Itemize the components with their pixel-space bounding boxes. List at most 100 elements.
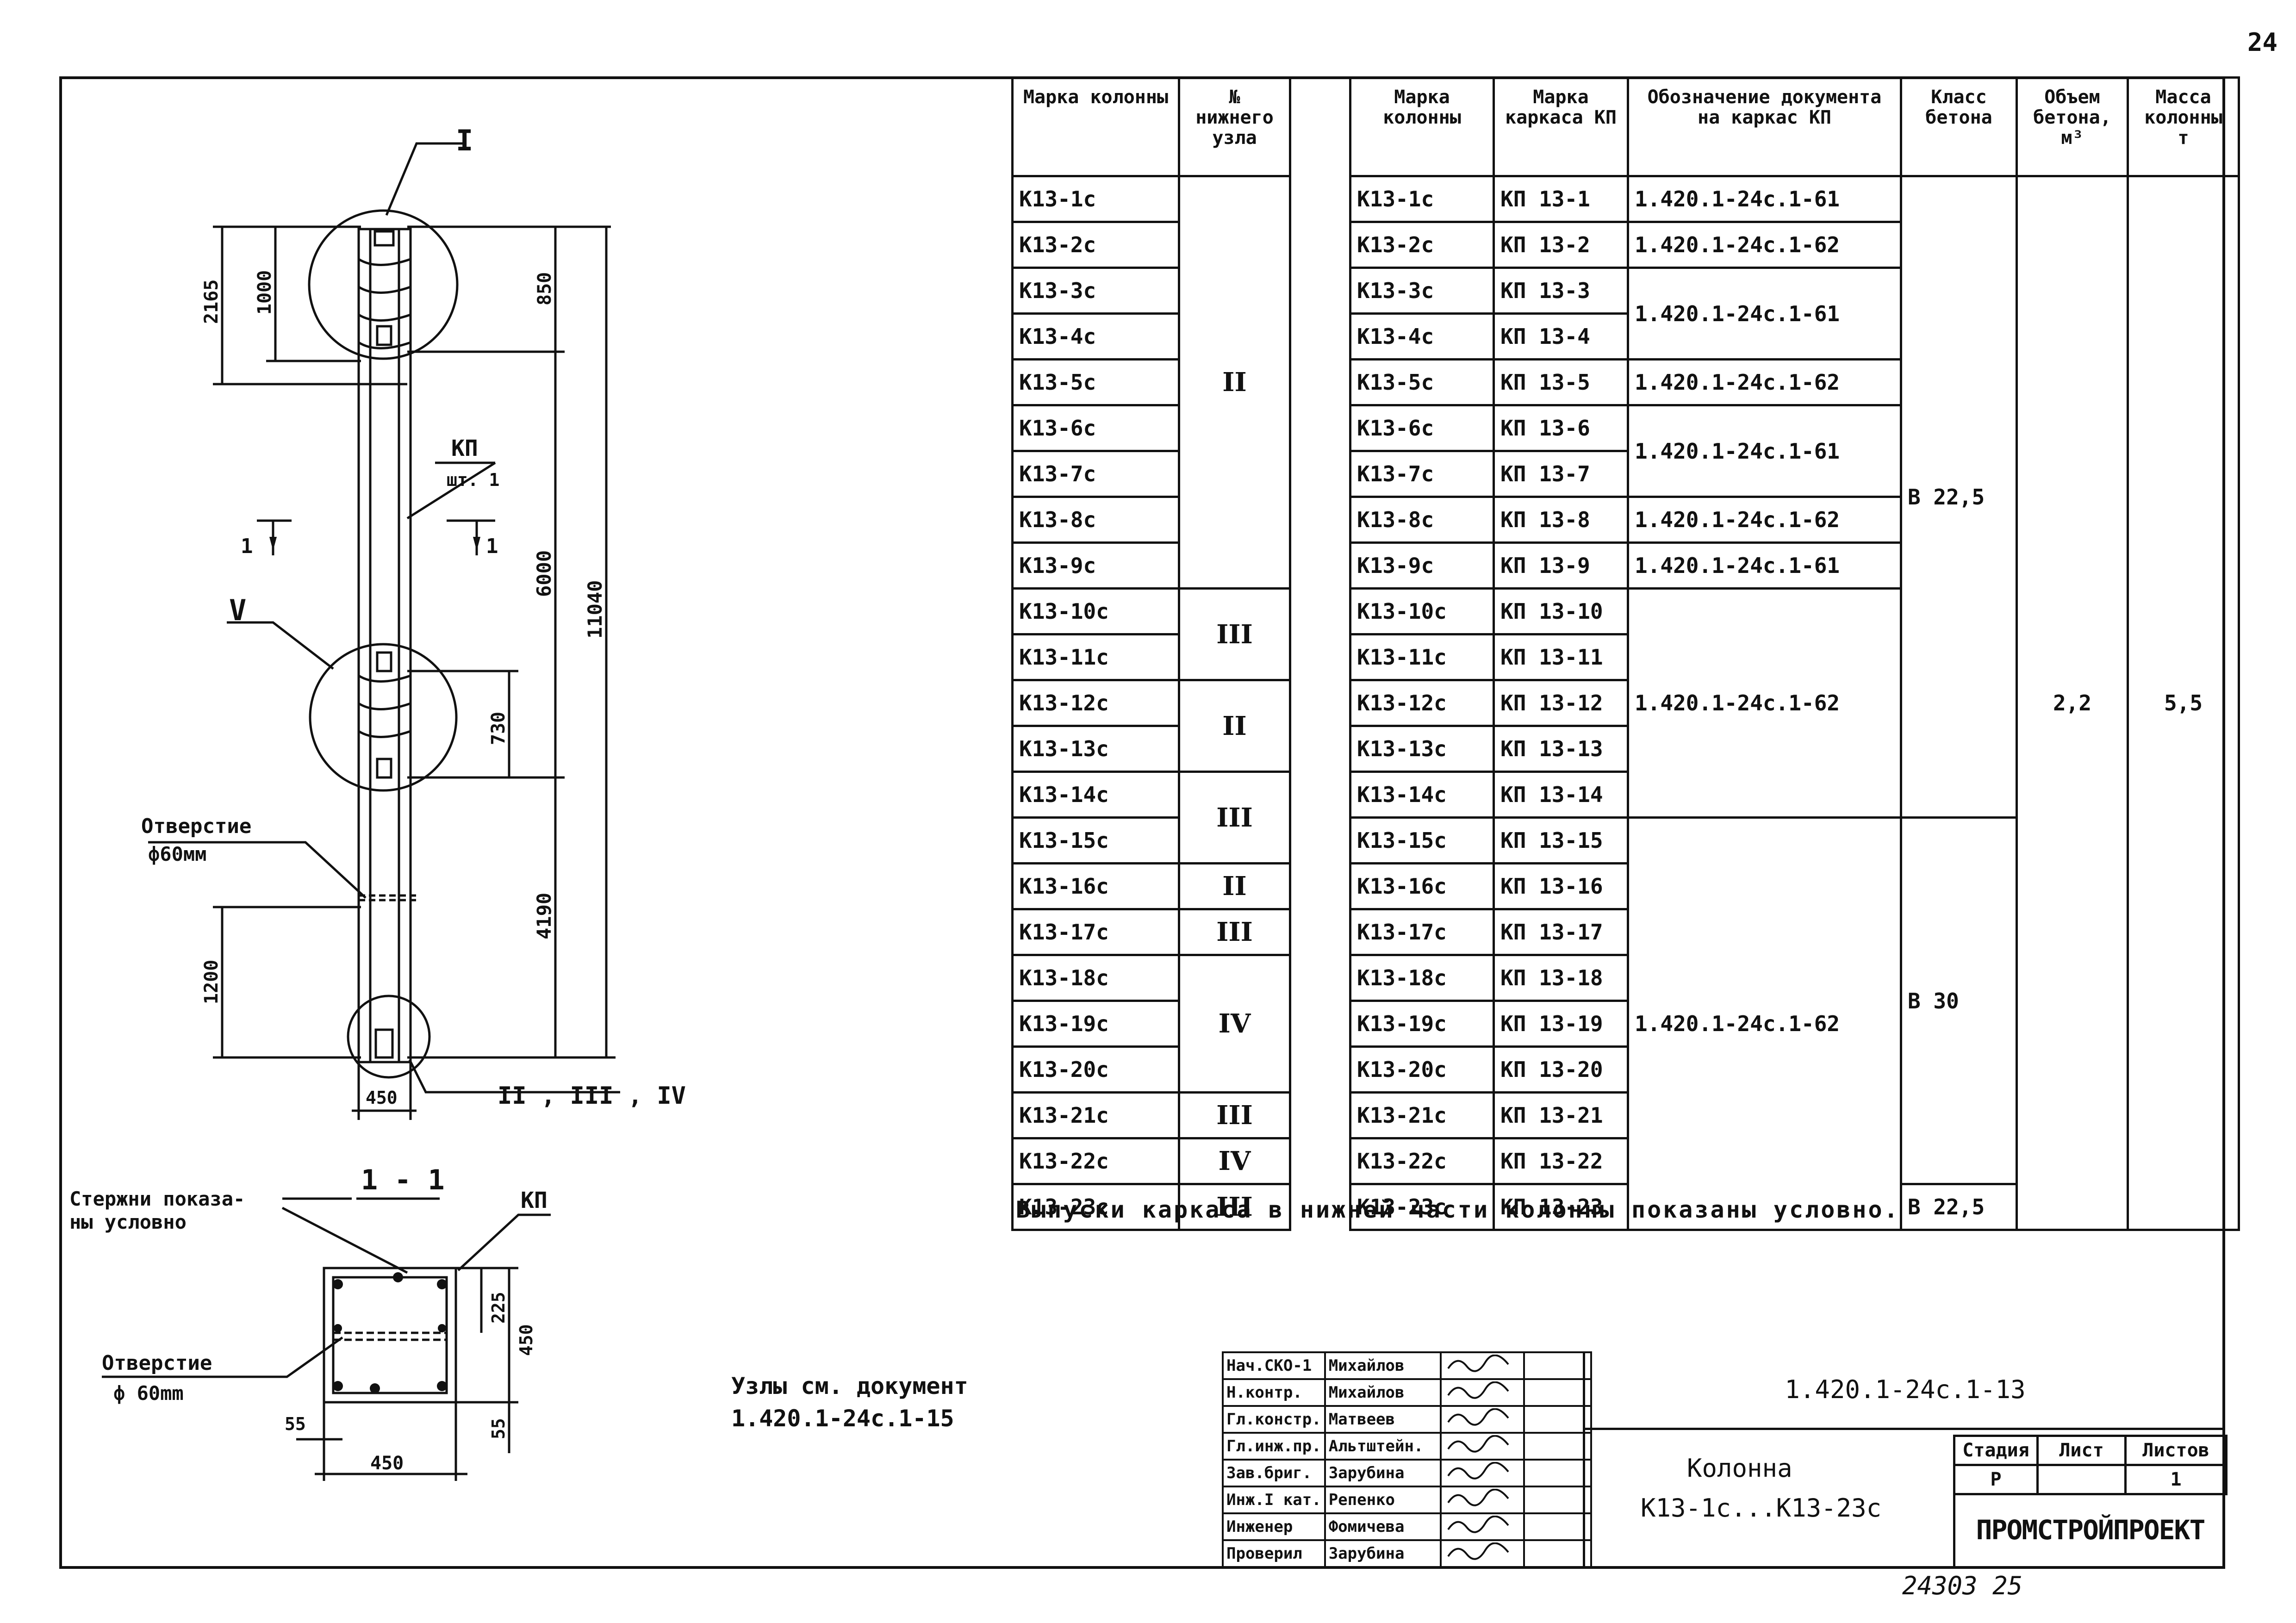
row-mark-right: К13-5с [1349,358,1495,406]
row-mark-right: К13-11с [1349,633,1495,681]
date-field [1523,1405,1592,1434]
row-mark-right: К13-2с [1349,221,1495,269]
signer-role: Нач.СКО-1 [1222,1351,1326,1380]
row-doc: 1.420.1-24с.1-61 [1627,175,1902,223]
date-field [1523,1351,1592,1380]
row-frame-mark: КП 13-11 [1493,633,1629,681]
row-frame-mark: КП 13-21 [1493,1091,1629,1139]
hole-diameter: ф60мм [148,843,206,865]
signature-field [1439,1432,1525,1461]
row-frame-mark: КП 13-18 [1493,954,1629,1002]
signature-row: Гл.инж.пр.Альтштейн. [1222,1432,1592,1461]
signer-role: Гл.констр. [1222,1405,1326,1434]
row-node-no: III [1178,587,1291,681]
row-mark-right: К13-1с [1349,175,1495,223]
row-frame-mark: КП 13-9 [1493,541,1629,590]
date-field [1523,1378,1592,1407]
row-frame-mark: КП 13-12 [1493,679,1629,727]
signature-scribble [1447,1354,1509,1372]
signer-role: Проверил [1222,1539,1326,1568]
row-doc: 1.420.1-24с.1-61 [1627,267,1902,361]
row-frame-mark: КП 13-16 [1493,862,1629,910]
dim-6000: 6000 [533,550,555,597]
signature-field [1439,1378,1525,1407]
row-concrete-class: В 30 [1900,816,2018,1185]
bottom-number: 24303 25 [1902,1571,2023,1600]
date-field [1523,1512,1592,1541]
nodes-note: Узлы см. документ 1.420.1-24с.1-15 [731,1370,968,1435]
dim-1000: 1000 [254,270,275,315]
row-frame-mark: КП 13-15 [1493,816,1629,864]
signer-name: Зарубина [1324,1459,1442,1487]
row-mark-left: К13-3с [1011,267,1180,315]
note-text: Выпуски каркаса в нижней части колонны п… [1016,1196,1900,1223]
signer-name: Михайлов [1324,1351,1442,1380]
kp-qty: шт. 1 [447,470,499,490]
row-frame-mark: КП 13-17 [1493,908,1629,956]
signer-name: Репенко [1324,1486,1442,1514]
section-mark-left: 1 [241,535,253,558]
row-mark-right: К13-4с [1349,312,1495,361]
row-node-no: II [1178,175,1291,590]
row-mark-left: К13-4с [1011,312,1180,361]
signer-role: Зав.бриг. [1222,1459,1326,1487]
signature-scribble [1447,1461,1509,1480]
hdr-frame-mark: Марка каркаса КП [1493,76,1629,177]
row-mark-right: К13-15с [1349,816,1495,864]
dim-450-section: 450 [516,1324,536,1356]
hdr-mark-right: Марка колонны [1349,76,1495,177]
row-mark-right: К13-16с [1349,862,1495,910]
signature-scribble [1447,1381,1509,1399]
date-field [1523,1432,1592,1461]
row-frame-mark: КП 13-8 [1493,496,1629,544]
row-mark-left: К13-17с [1011,908,1180,956]
dim-225: 225 [488,1292,509,1324]
volume-value: 2,2 [2016,175,2129,1231]
hdr-mass: Масса колонны т [2127,76,2240,177]
row-mark-right: К13-3с [1349,267,1495,315]
row-frame-mark: КП 13-6 [1493,404,1629,452]
row-mark-left: К13-22с [1011,1137,1180,1185]
row-frame-mark: КП 13-5 [1493,358,1629,406]
dim-4190: 4190 [533,893,555,939]
doc-code: 1.420.1-24с.1-13 [1583,1351,2225,1430]
stage-table: Стадия Лист Листов Р 1 [1953,1435,2228,1495]
row-doc: 1.420.1-24с.1-62 [1627,587,1902,819]
date-field [1523,1486,1592,1514]
row-mark-right: К13-19с [1349,1000,1495,1048]
row-mark-left: К13-14с [1011,771,1180,819]
row-node-no: IV [1178,954,1291,1094]
signer-name: Зарубина [1324,1539,1442,1568]
row-mark-right: К13-10с [1349,587,1495,635]
signature-field [1439,1486,1525,1514]
row-node-no: II [1178,679,1291,773]
row-mark-right: К13-18с [1349,954,1495,1002]
row-mark-left: К13-9с [1011,541,1180,590]
section-mark-right: 1 [486,535,498,558]
row-doc: 1.420.1-24с.1-62 [1627,221,1902,269]
row-frame-mark: КП 13-3 [1493,267,1629,315]
drawing-name-line2: К13-1с...К13-23с [1641,1493,1882,1523]
row-mark-left: К13-13с [1011,725,1180,773]
signature-row: Инж.I кат.Репенко [1222,1486,1592,1514]
signature-field [1439,1512,1525,1541]
signer-name: Фомичева [1324,1512,1442,1541]
row-doc: 1.420.1-24с.1-62 [1627,358,1902,406]
row-node-no: III [1178,771,1291,864]
signer-role: Гл.инж.пр. [1222,1432,1326,1461]
drawing-name: Колонна К13-1с...К13-23с [1583,1430,1953,1569]
signature-row: Зав.бриг.Зарубина [1222,1459,1592,1487]
row-frame-mark: КП 13-19 [1493,1000,1629,1048]
